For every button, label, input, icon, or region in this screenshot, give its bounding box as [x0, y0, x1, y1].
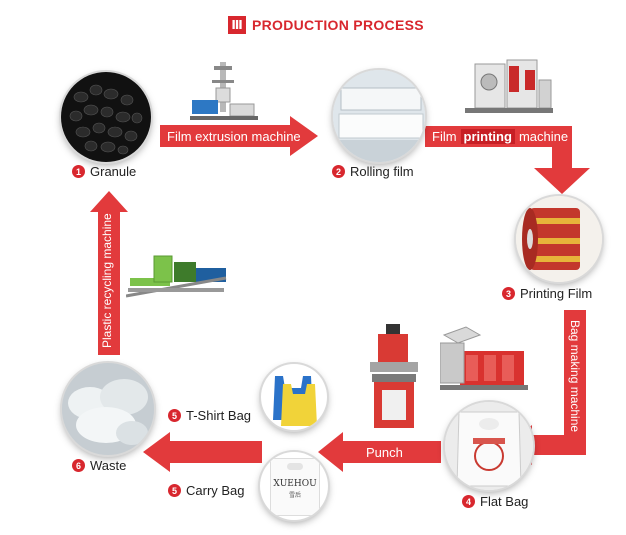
- printing-film-image: [516, 196, 602, 282]
- waste-plastic-drawing: [62, 363, 154, 455]
- step-number-badge: 1: [72, 165, 85, 178]
- arrow-bag-making: [508, 310, 586, 465]
- bag-brand-sub: 雪后: [288, 492, 301, 499]
- step-number-badge: 5: [168, 409, 181, 422]
- bag-making-machine-image: [439, 325, 530, 395]
- tshirt-bag-image: [261, 364, 327, 430]
- step-number-badge: 3: [502, 287, 515, 300]
- printing-label-pre: Film: [432, 129, 457, 144]
- step-label: T-Shirt Bag: [186, 408, 252, 423]
- punch-machine-image: [366, 324, 422, 430]
- section-number-badge: Ⅲ: [228, 16, 246, 34]
- page-title: PRODUCTION PROCESS: [252, 17, 424, 33]
- printed-roll-drawing: [516, 196, 602, 282]
- step-label: Rolling film: [350, 164, 414, 179]
- step-number-badge: 2: [332, 165, 345, 178]
- flat-bag-image: [445, 402, 533, 490]
- waste-image: [62, 363, 154, 455]
- step-number-badge: 6: [72, 459, 85, 472]
- printing-machine-label: Film printing machine: [432, 129, 568, 144]
- step-label: Granule: [90, 164, 137, 179]
- extrusion-label: Film extrusion machine: [167, 129, 301, 144]
- step-printing-film: 3 Printing Film: [502, 286, 592, 301]
- extrusion-machine-drawing: [190, 62, 258, 120]
- extrusion-machine-image: [190, 60, 260, 122]
- granule-image: [61, 72, 151, 162]
- punch-label: Punch: [366, 445, 403, 460]
- flat-bag-drawing: [445, 402, 533, 490]
- printing-machine-drawing: [465, 59, 553, 113]
- arrow-punch: [318, 432, 441, 472]
- recycling-machine-image: [125, 248, 230, 304]
- arrow-recycling: [90, 191, 128, 355]
- arrow-extrusion: [160, 116, 318, 156]
- step-number-badge: 4: [462, 495, 475, 508]
- bag-making-machine-drawing: [439, 326, 528, 390]
- rolling-film-image: [333, 70, 425, 162]
- punch-machine-drawing: [370, 324, 418, 428]
- step-label: Flat Bag: [480, 494, 529, 509]
- film-roll-drawing: [333, 70, 425, 162]
- printing-machine-image: [465, 56, 553, 116]
- recycling-machine-drawing: [125, 255, 227, 298]
- printing-label-post: machine: [518, 129, 569, 144]
- arrow-waste: [143, 432, 262, 472]
- bag-making-label: Bag making machine: [568, 320, 582, 433]
- bag-brand: XUEHOU: [273, 479, 317, 489]
- step-label: Waste: [90, 458, 127, 473]
- step-number-badge: 5: [168, 484, 181, 497]
- step-granule: 1 Granule: [72, 164, 136, 179]
- recycling-label: Plastic recycling machine: [100, 213, 114, 348]
- tshirt-bag-drawing: [273, 376, 317, 426]
- carry-bag-image: XUEHOU 雪后: [260, 452, 328, 520]
- printing-label-highlight: printing: [460, 129, 515, 144]
- step-waste: 6 Waste: [72, 458, 126, 473]
- step-label: Printing Film: [520, 286, 593, 301]
- granule-pellets: [69, 84, 143, 155]
- step-label: Carry Bag: [186, 483, 245, 498]
- section-title: Ⅲ PRODUCTION PROCESS: [228, 14, 424, 36]
- bag-handle-hole: [287, 463, 303, 470]
- step-tshirt-bag: 5 T-Shirt Bag: [168, 408, 251, 423]
- step-rolling-film: 2 Rolling film: [332, 164, 414, 179]
- step-carry-bag: 5 Carry Bag: [168, 483, 245, 498]
- step-flat-bag: 4 Flat Bag: [462, 494, 528, 509]
- carry-bag-body: XUEHOU 雪后: [270, 458, 320, 516]
